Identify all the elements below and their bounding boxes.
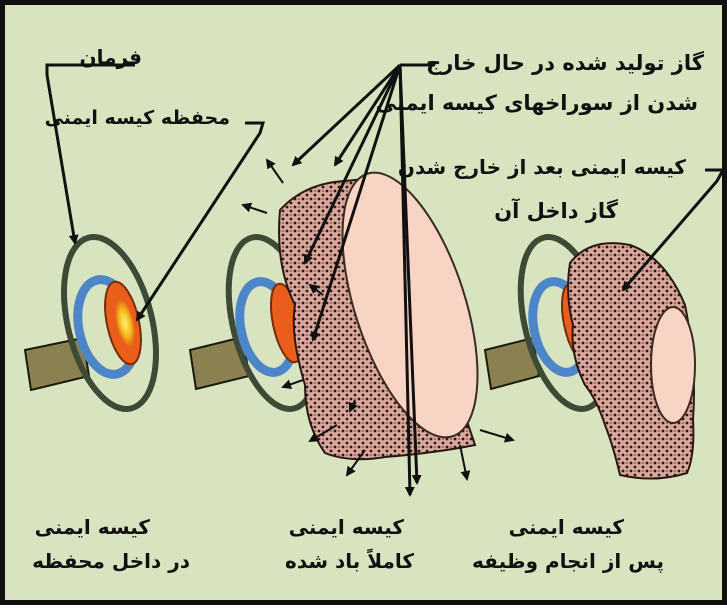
deflated-airbag-face: [651, 307, 695, 423]
caption-right-line1: کیسه ایمنی: [509, 517, 624, 537]
deflated-label-line2: گاز داخل آن: [494, 201, 618, 222]
airbag-housing-label: محفظه کیسه ایمنی: [45, 109, 230, 128]
deflated-label-line1: کیسه ایمنی بعد از خارج شدن: [398, 157, 686, 177]
gas-escape-label-line2: شدن از سوراخهای کیسه ایمنی: [376, 93, 698, 114]
caption-left-line2: در داخل محفظه: [32, 551, 190, 571]
right-assembly: [485, 228, 695, 479]
deflated-pointer: [623, 170, 723, 290]
caption-middle-line2: کاملاً باد شده: [285, 551, 414, 571]
steering-wheel-label: فرمان: [80, 47, 143, 67]
middle-assembly: [190, 157, 505, 459]
caption-middle-line1: کیسه ایمنی: [289, 517, 404, 537]
gas-escape-label-line1: گاز تولید شده در حال خارج: [426, 53, 704, 74]
steering-wheel-pointer: [47, 65, 135, 243]
left-assembly: [25, 227, 172, 418]
caption-right-line2: پس از انجام وظیفه: [472, 551, 664, 571]
caption-left-line1: کیسه ایمنی: [35, 517, 150, 537]
